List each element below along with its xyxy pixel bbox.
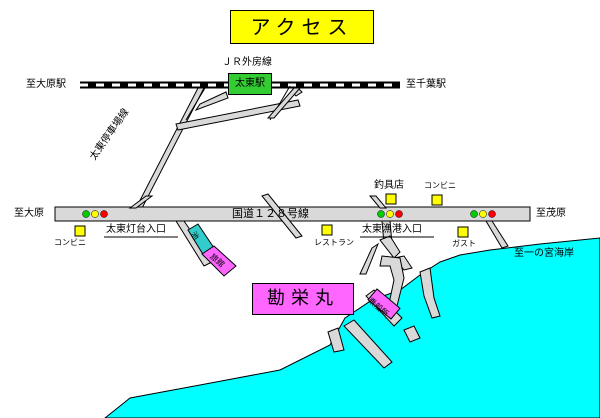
- tackle-shop-label: 釣具店: [374, 180, 404, 191]
- port-entrance-label: 太東漁港入口: [362, 224, 422, 235]
- traffic-signals: [82, 210, 496, 218]
- gusto-label: ガスト: [452, 239, 476, 248]
- to-chiba-station-label: 至千葉駅: [406, 79, 446, 90]
- convenience-store-east-label: コンビニ: [424, 181, 456, 190]
- boat-pier-shape: [367, 288, 401, 320]
- page-title: アクセス: [230, 10, 374, 44]
- station-label: 太東駅: [228, 73, 272, 95]
- to-ohara-label: 至大原: [14, 208, 44, 219]
- to-ohara-station-label: 至大原駅: [26, 79, 66, 90]
- side-roads: [128, 193, 509, 275]
- station-roads: [133, 87, 303, 213]
- convenience-store-west-label: コンビニ: [54, 238, 86, 247]
- national-route-road: [54, 206, 531, 222]
- railway-line-label: ＪＲ外房線: [222, 57, 272, 68]
- boat-name-label: 勘栄丸: [252, 283, 354, 315]
- landmark-markers: [74, 193, 469, 238]
- lighthouse-road: [175, 220, 237, 277]
- restaurant-label: レストラン: [314, 238, 354, 247]
- to-mobara-label: 至茂原: [536, 208, 566, 219]
- national-route-label: 国道１２８号線: [232, 207, 309, 220]
- lighthouse-entrance-label: 太東灯台入口: [106, 224, 166, 235]
- to-ichinomiya-label: 至一の宮海岸: [514, 248, 574, 259]
- station-connector: [185, 85, 302, 121]
- inn-shape: [201, 245, 237, 277]
